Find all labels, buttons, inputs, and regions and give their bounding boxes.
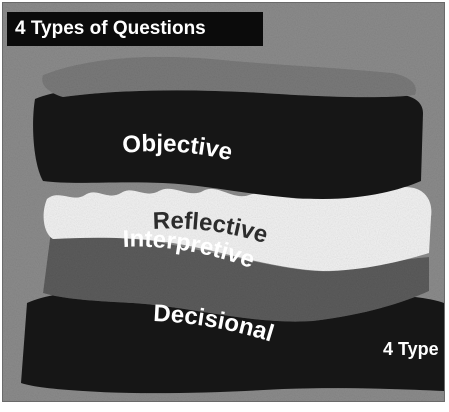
side-label: 4 Type	[383, 339, 439, 359]
objective-layer	[33, 85, 423, 199]
interpretive-layer	[43, 230, 429, 322]
objective-top-surface	[42, 56, 417, 98]
reflective-layer	[43, 187, 432, 271]
diagram-panel: Objective Reflective Interpretive Decisi…	[2, 2, 445, 402]
page-title: 4 Types of Questions	[15, 18, 206, 39]
bottom-margin	[2, 403, 443, 409]
title-box	[7, 12, 263, 46]
decisional-layer	[21, 292, 444, 394]
sandwich-diagram: Objective Reflective Interpretive Decisi…	[3, 3, 444, 401]
